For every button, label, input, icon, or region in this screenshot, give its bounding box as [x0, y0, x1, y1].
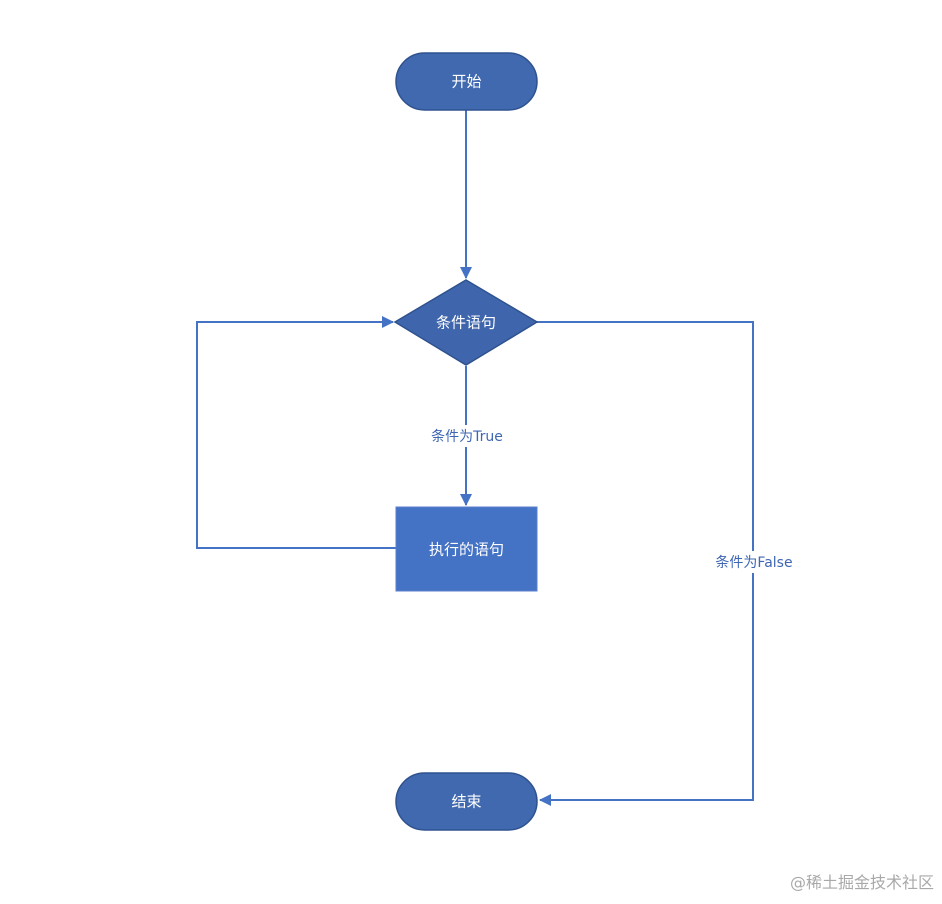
execute-node: [395, 506, 538, 592]
true-edge-label: 条件为True: [431, 428, 503, 445]
condition-node: [393, 279, 539, 366]
false-label-bg: [710, 551, 798, 573]
true-label-bg: [424, 425, 510, 447]
start-node-label: 开始: [451, 73, 481, 91]
loop-back-arrow: [196, 316, 396, 549]
execute-node-label: 执行的语句: [429, 541, 504, 559]
start-node: [395, 52, 538, 111]
watermark: @稀土掘金技术社区: [790, 873, 934, 892]
end-node: [395, 772, 538, 831]
false-edge-label: 条件为False: [715, 554, 792, 571]
condition-node-label: 条件语句: [436, 314, 496, 332]
end-node-label: 结束: [451, 793, 481, 811]
